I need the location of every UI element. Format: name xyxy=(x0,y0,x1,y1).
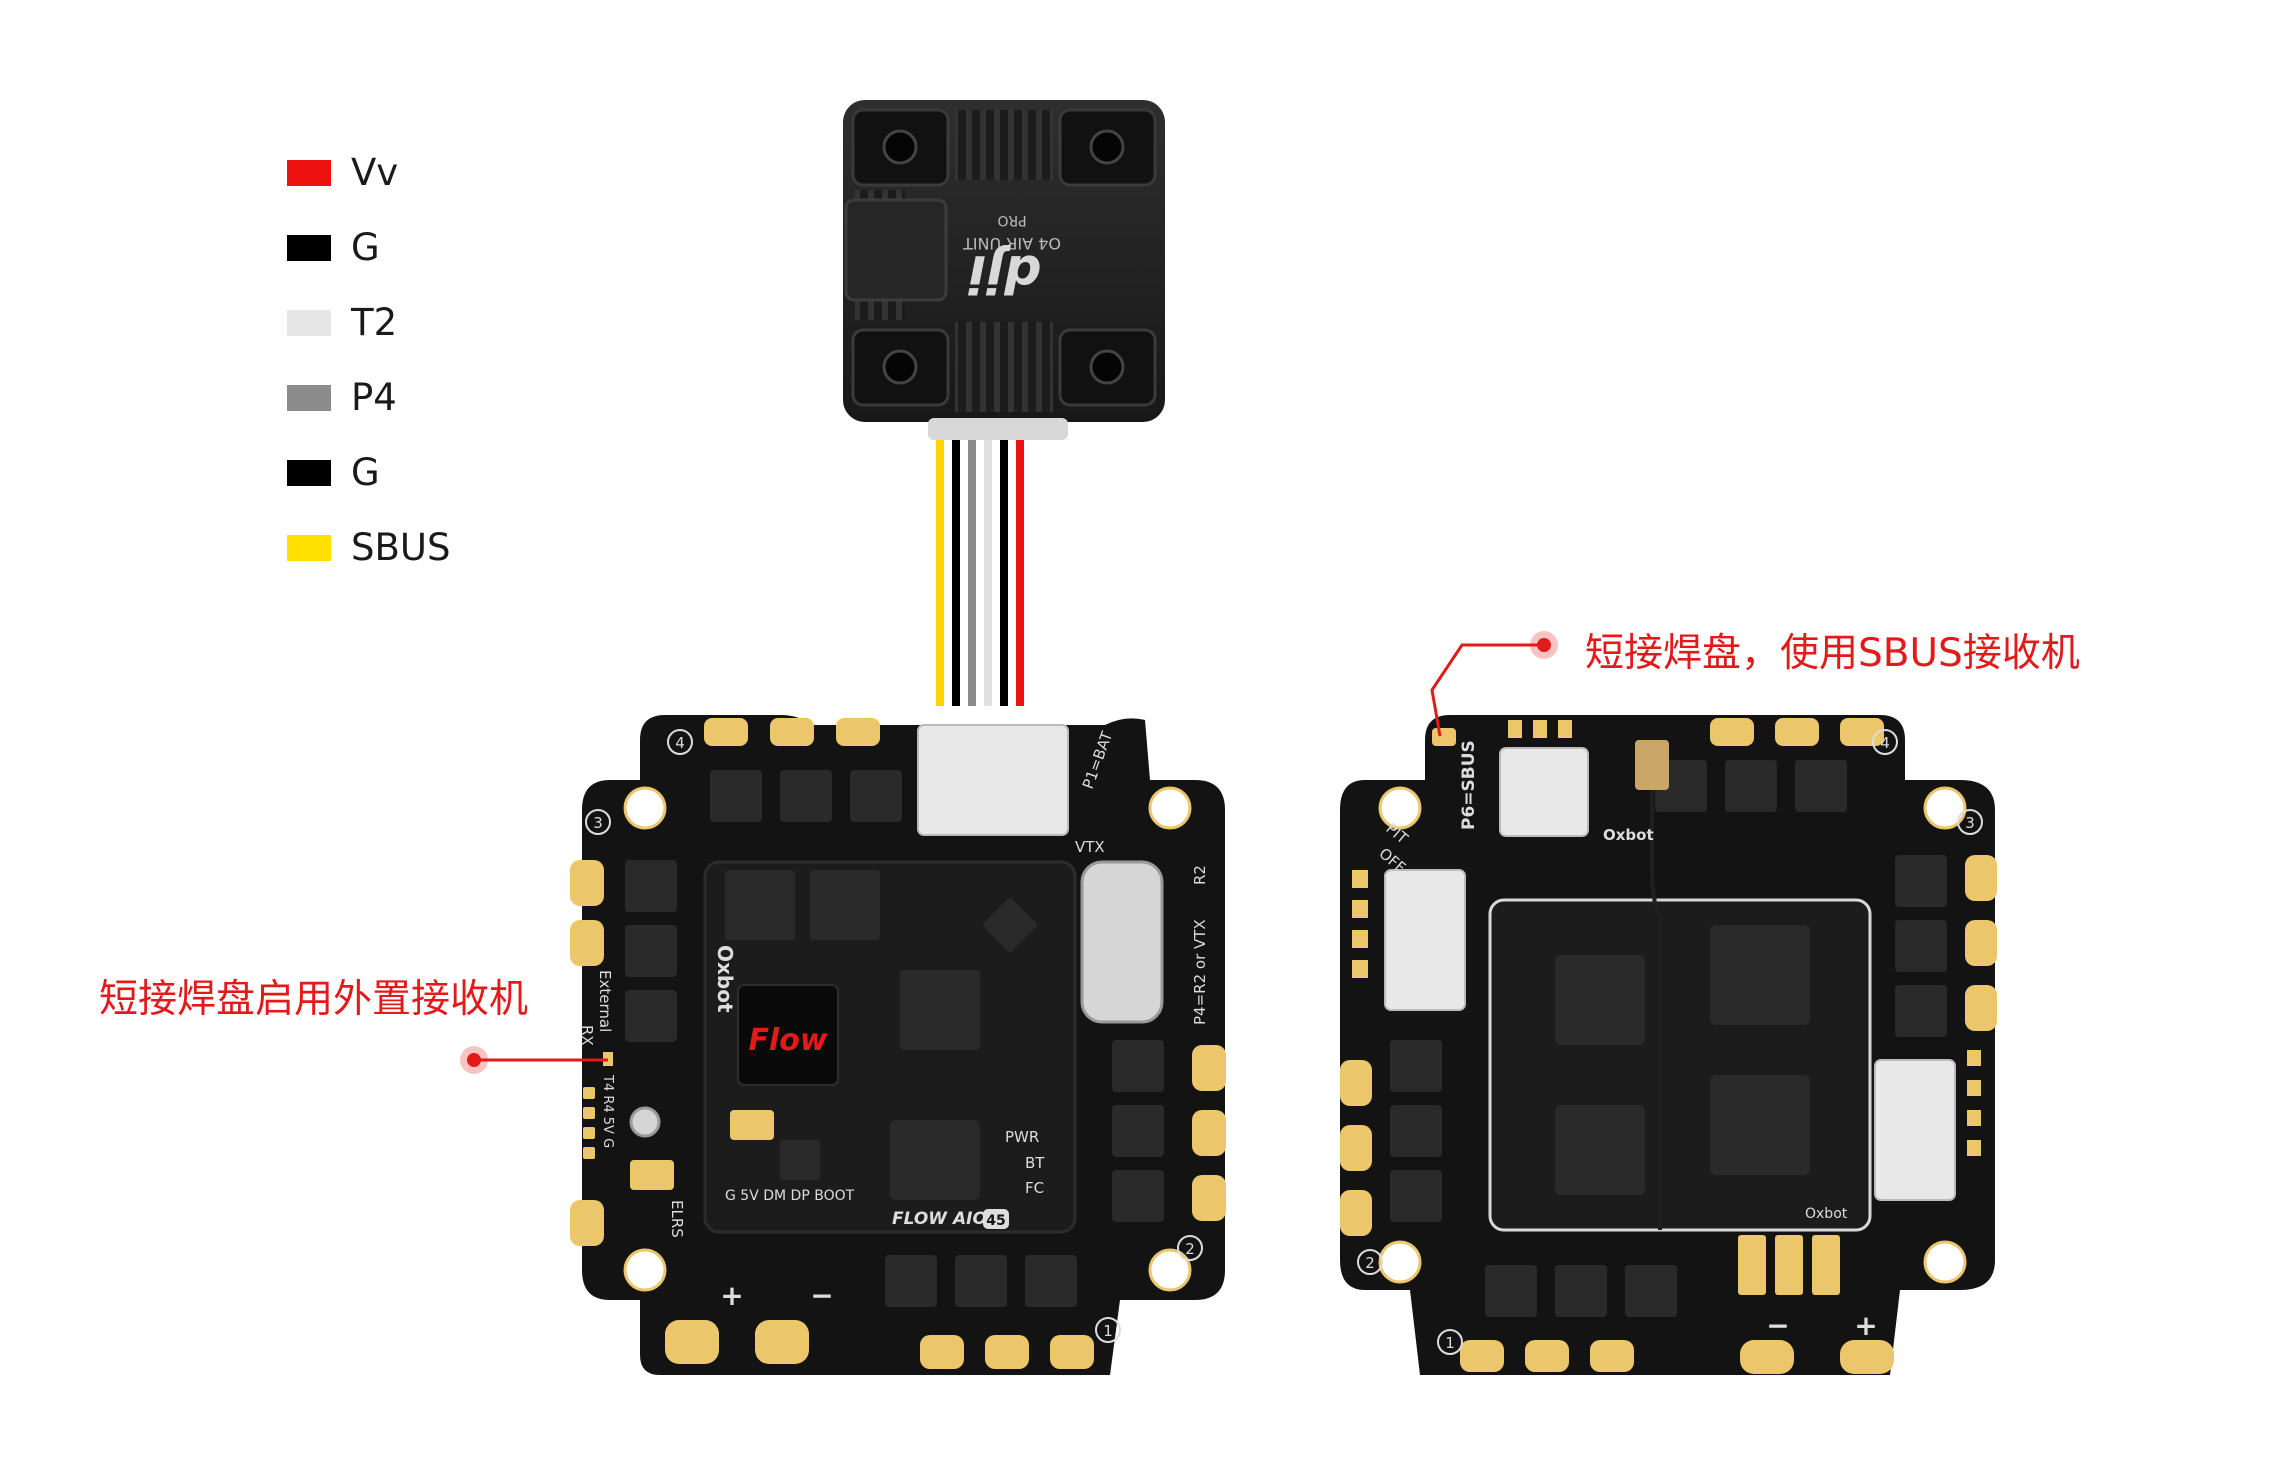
vtx-model-line1: O4 AIR UNIT xyxy=(963,234,1061,253)
legend-label-g: G xyxy=(351,226,380,269)
front-elrs-label: ELRS xyxy=(668,1200,686,1238)
front-mosfets xyxy=(625,770,1164,1307)
back-esc-chips xyxy=(1555,925,1810,1195)
front-pwr-label: PWR xyxy=(1005,1128,1039,1146)
front-elrs-pad xyxy=(630,1160,674,1190)
front-uart-pads xyxy=(583,1087,595,1159)
front-oxbot-label: Oxbot xyxy=(713,945,737,1013)
front-vtx-label: VTX xyxy=(1075,838,1105,856)
legend-swatch-vv xyxy=(287,159,331,186)
front-motor-3: 3 xyxy=(593,814,603,832)
vtx-cable-plug xyxy=(928,418,1068,440)
front-motor-pads-left xyxy=(570,860,604,1246)
legend-item-g: G xyxy=(287,210,450,285)
vtx-dji-logo: dji xyxy=(967,243,1041,303)
front-board: Flow Oxbot P1=BAT VTX R2 P4=R2 or VTX Ex… xyxy=(570,715,1226,1375)
front-vtx-connector xyxy=(917,724,1069,836)
front-motor-1: 1 xyxy=(1103,1322,1113,1340)
back-sbus-bridge-pad xyxy=(1432,728,1456,746)
front-bt-label: BT xyxy=(1025,1154,1045,1172)
back-left-connector xyxy=(1384,869,1466,1011)
back-oxbot-label: Oxbot xyxy=(1603,826,1654,844)
front-bottom-pins-label: G 5V DM DP BOOT xyxy=(725,1188,855,1204)
back-motor-4: 4 xyxy=(1880,734,1890,752)
front-plus-icon: + xyxy=(720,1279,743,1312)
back-p6-label: P6=SBUS xyxy=(1459,740,1479,830)
back-antenna-connector xyxy=(1635,740,1669,790)
back-motor-3: 3 xyxy=(1965,814,1975,832)
vtx-mount-corners xyxy=(851,108,1157,407)
back-esc-area xyxy=(1488,898,1872,1232)
front-fc-module xyxy=(703,860,1077,1234)
front-model-label: FLOW AIO xyxy=(892,1209,987,1229)
back-oxbot-label-2: Oxbot xyxy=(1805,1206,1848,1222)
callout-external-receiver: 短接焊盘启用外置接收机 xyxy=(99,977,529,1022)
front-chips xyxy=(725,870,1038,1200)
legend-item-g2: G xyxy=(287,435,450,510)
legend-item-sbus: SBUS xyxy=(287,510,450,585)
front-motor-pads-bottom xyxy=(665,1320,1094,1369)
front-antenna-connector xyxy=(629,1106,661,1138)
front-pins-label: T4 R4 5V G xyxy=(600,1074,615,1148)
back-motor-numbers: 1 2 3 4 xyxy=(1357,729,1983,1355)
legend-label-sbus: SBUS xyxy=(351,526,451,569)
front-fc-label: FC xyxy=(1025,1179,1044,1197)
legend-label-vv: Vv xyxy=(351,151,399,194)
legend-swatch-sbus xyxy=(287,534,331,561)
back-top-connector xyxy=(1499,747,1589,837)
front-motor-2: 2 xyxy=(1185,1240,1195,1258)
legend-swatch-p4 xyxy=(287,384,331,411)
legend-item-t2: T2 xyxy=(287,285,450,360)
back-antenna-wire xyxy=(1650,790,1662,1230)
vtx-fins-top xyxy=(955,110,1053,180)
front-model-number-badge xyxy=(983,1209,1009,1229)
front-r2-label: R2 xyxy=(1191,865,1209,885)
legend-label-p4: P4 xyxy=(351,376,397,419)
front-boot-pad xyxy=(730,1110,774,1140)
callout-sbus-receiver: 短接焊盘，使用SBUS接收机 xyxy=(1585,631,2080,676)
front-motor-4: 4 xyxy=(675,734,685,752)
callout-leader-external xyxy=(460,1046,608,1074)
front-minus-icon: − xyxy=(810,1279,833,1312)
back-mount-holes xyxy=(1378,786,1967,1284)
vtx-unit: O4 AIR UNIT PRO dji xyxy=(843,100,1165,440)
front-usbc-port xyxy=(1080,860,1164,1024)
callout-leader-sbus xyxy=(1430,631,1558,737)
legend-label-g2: G xyxy=(351,451,380,494)
front-motor-pads-right xyxy=(1192,1045,1226,1221)
back-motor-pads xyxy=(1340,718,1997,1374)
back-board: P6=SBUS PIT OFF Oxbot Oxbot 1 2 3 4 − + xyxy=(1340,715,1997,1375)
vtx-fins-bottom xyxy=(955,322,1053,412)
back-plus-icon: + xyxy=(1854,1309,1877,1342)
back-small-pads xyxy=(1352,720,1981,1295)
legend-item-vv: Vv xyxy=(287,135,450,210)
front-flow-logo-box xyxy=(737,984,839,1086)
front-motor-numbers: 1 2 3 4 xyxy=(585,729,1203,1343)
front-flow-logo: Flow xyxy=(748,1023,827,1058)
legend-swatch-g xyxy=(287,234,331,261)
legend-item-p4: P4 xyxy=(287,360,450,435)
front-model-number: 45 xyxy=(986,1213,1005,1229)
back-right-connector xyxy=(1874,1059,1956,1201)
vtx-usb-port xyxy=(844,198,948,302)
front-rx-label: RX xyxy=(578,1025,596,1046)
front-mount-holes xyxy=(623,786,1192,1292)
wire-bundle xyxy=(936,440,1024,706)
legend-label-t2: T2 xyxy=(351,301,398,344)
front-p4-label: P4=R2 or VTX xyxy=(1191,919,1209,1025)
back-motor-1: 1 xyxy=(1445,1334,1455,1352)
back-minus-icon: − xyxy=(1766,1309,1789,1342)
wire-legend: Vv G T2 P4 G SBUS xyxy=(287,135,450,585)
legend-swatch-t2 xyxy=(287,309,331,336)
legend-swatch-g2 xyxy=(287,459,331,486)
back-motor-2: 2 xyxy=(1365,1254,1375,1272)
front-external-label: External xyxy=(596,970,614,1032)
vtx-model-line2: PRO xyxy=(997,212,1026,228)
front-motor-pads-top xyxy=(704,718,880,746)
